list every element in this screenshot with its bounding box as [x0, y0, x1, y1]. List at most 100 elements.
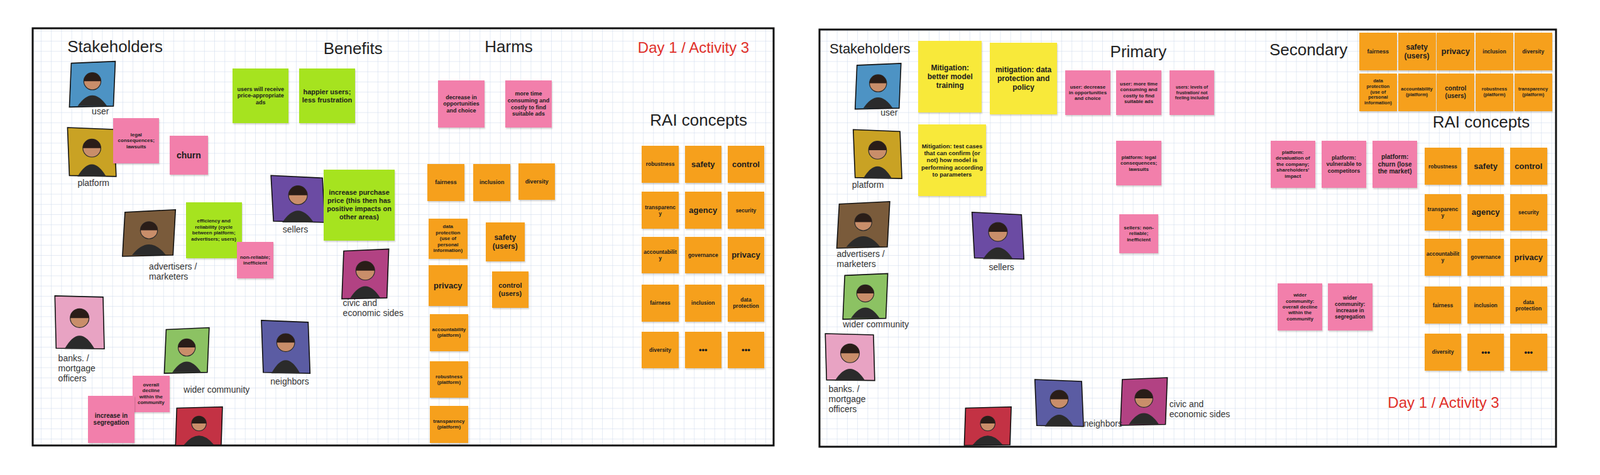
stakeholder-avatar	[54, 295, 105, 349]
harm-note: users: levels of frustration/ not feelin…	[1169, 70, 1215, 116]
harm-note: sellers: non-reliable; inefficient	[1119, 214, 1159, 254]
board-frame	[819, 29, 1557, 447]
rai-concept-note: accountability	[1424, 238, 1462, 276]
board-heading: Secondary	[1269, 40, 1348, 60]
note-text: •••	[698, 345, 708, 355]
stakeholder-label: civic and economic sides	[1169, 399, 1244, 420]
avatar-card	[122, 209, 176, 257]
harm-note: platform: legal consequences; lawsuits	[1116, 140, 1161, 186]
harm-note: decrease in opportunities and choice	[438, 80, 486, 128]
avatar-card	[1035, 379, 1084, 427]
harm-note: user: decrease in opportunities and choi…	[1065, 70, 1110, 116]
note-text: transparency (platform)	[431, 418, 467, 431]
avatar-head	[1134, 389, 1154, 408]
note-text: increase purchase price (this then has p…	[325, 188, 394, 222]
avatar-hair	[1050, 390, 1069, 400]
mitigation-note: Mitigation: test cases that can confirm …	[918, 124, 986, 197]
board-heading: Day 1 / Activity 3	[1387, 394, 1499, 412]
avatar-head	[288, 186, 308, 205]
avatar-hair	[70, 308, 90, 318]
board-frame	[819, 29, 1557, 447]
rai-concept-note: inclusion	[473, 164, 511, 202]
rai-concept-note: data protection	[1510, 286, 1548, 324]
note-text: accountability (platform)	[1400, 86, 1435, 99]
note-text: non-reliable; inefficient	[238, 254, 273, 267]
note-text: safety	[691, 159, 716, 170]
harm-note: platform: churn (lose the market)	[1372, 140, 1418, 188]
stakeholder-avatar	[1120, 377, 1168, 426]
note-text: users: levels of frustration/ not feelin…	[1171, 84, 1213, 101]
note-text: privacy	[731, 250, 761, 260]
stakeholder-label: wider community	[183, 384, 250, 395]
board-heading: Stakeholders	[67, 37, 163, 57]
board-heading: Benefits	[323, 39, 383, 59]
avatar-hair	[869, 74, 887, 84]
note-text: accountability	[643, 248, 677, 262]
note-text: platform: vulnerable to competitors	[1323, 154, 1365, 175]
note-text: user: more time consuming and costly to …	[1117, 81, 1159, 105]
rai-concept-note: •••	[684, 331, 723, 369]
note-text: data protection	[729, 296, 763, 310]
stakeholder-avatar	[842, 273, 888, 320]
stakeholder-label: advertisers / marketers	[837, 248, 897, 269]
note-text: increase in segregation	[89, 412, 134, 428]
avatar-hair	[1134, 389, 1154, 399]
board-heading: RAI concepts	[649, 111, 748, 131]
avatar-card	[855, 63, 902, 110]
stakeholder-avatar	[341, 248, 390, 299]
stakeholder-label: user	[880, 107, 898, 118]
rai-concept-note: diversity	[641, 331, 679, 369]
rai-concept-note: data protection (use of personal informa…	[1359, 73, 1398, 112]
note-text: platform: legal consequences; lawsuits	[1117, 154, 1159, 173]
note-text: agency	[1471, 207, 1501, 217]
note-text: safety (users)	[1400, 42, 1435, 61]
avatar-hair	[276, 333, 295, 343]
benefit-note: efficiency and reliability (cycle betwee…	[186, 202, 242, 259]
avatar-hair	[856, 284, 874, 294]
stakeholder-avatar	[825, 333, 875, 381]
avatar-hair	[140, 221, 158, 231]
note-text: •••	[1481, 347, 1491, 357]
stakeholder-label: civic and economic sides	[343, 297, 415, 318]
note-text: overall decline within the community	[134, 382, 168, 406]
rai-concept-note: robustness	[1424, 147, 1462, 185]
rai-concept-note: robustness	[641, 145, 679, 183]
mitigation-note: Mitigation: better model training	[918, 40, 982, 113]
rai-concept-note: accountability	[641, 236, 679, 274]
avatar-head	[840, 343, 860, 363]
rai-concept-note: transparency	[641, 191, 679, 229]
avatar-card	[842, 273, 888, 320]
stakeholder-label: sellers	[988, 262, 1014, 273]
note-text: privacy	[433, 280, 463, 291]
stakeholder-avatar	[69, 61, 116, 108]
avatar-body	[972, 435, 1003, 445]
harm-note: user: more time consuming and costly to …	[1116, 70, 1161, 116]
avatar-body	[271, 360, 301, 374]
stakeholder-label: banks. / mortgage officers	[828, 383, 893, 415]
stakeholder-label: wider community	[842, 319, 909, 330]
note-text: robustness	[646, 160, 675, 168]
rai-concept-note: •••	[727, 331, 765, 369]
rai-concept-note: transparency (platform)	[1514, 73, 1553, 112]
rai-concept-note: •••	[1467, 333, 1505, 371]
avatar-head	[980, 416, 995, 431]
avatar-hair	[868, 141, 887, 151]
avatar-body	[846, 236, 881, 247]
rai-concept-note: fairness	[1359, 32, 1398, 71]
rai-concept-note: privacy	[1510, 238, 1548, 276]
note-text: inclusion	[691, 299, 715, 307]
note-text: control (users)	[1438, 84, 1473, 100]
note-text: data protection	[1512, 299, 1546, 312]
rai-concept-note: governance	[1467, 238, 1505, 276]
avatar-head	[83, 72, 101, 90]
note-text: wider community: overall decline within …	[1279, 292, 1321, 322]
note-text: control	[1514, 161, 1543, 171]
avatar-head	[854, 213, 872, 231]
harm-note: wider community: increase in segregation	[1327, 283, 1373, 331]
note-text: •••	[1524, 347, 1534, 357]
avatar-body	[282, 210, 314, 223]
rai-concept-note: data protection	[727, 284, 765, 322]
avatar-body	[863, 166, 893, 179]
avatar-head	[869, 74, 887, 92]
note-text: safety	[1473, 161, 1498, 171]
